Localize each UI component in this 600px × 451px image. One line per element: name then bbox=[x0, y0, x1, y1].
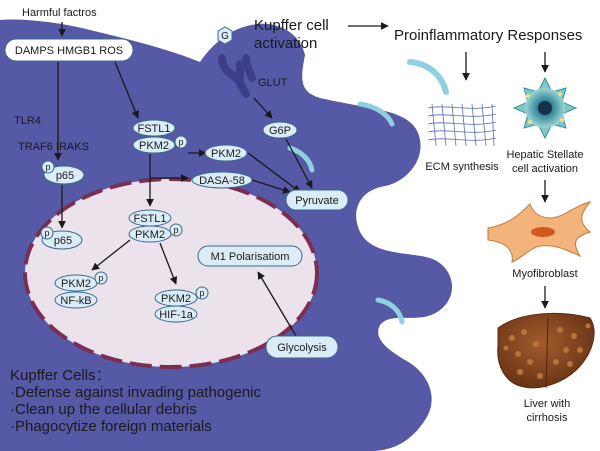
kupffer-function-item: ·Phagocytize foreign materials bbox=[10, 418, 212, 435]
glycolysis-to-m1-arrow bbox=[257, 271, 297, 337]
pkm2-active-label: PKM2 bbox=[211, 148, 241, 160]
phospho-label: p bbox=[173, 225, 178, 235]
glut-label: GLUT bbox=[258, 77, 288, 89]
glut-transporter bbox=[236, 60, 244, 82]
cirrhotic-liver-icon bbox=[497, 312, 595, 389]
damps-label: DAMPS HMGB1 ROS bbox=[15, 45, 123, 57]
pyruvate-box bbox=[285, 189, 349, 211]
pyruvate-label: Pyruvate bbox=[295, 195, 338, 207]
ecm-label: ECM synthesis bbox=[425, 161, 499, 173]
proinflammatory-label: Proinflammatory Responses bbox=[394, 27, 582, 44]
p65-nuclear-label: p65 bbox=[54, 235, 72, 247]
kupffer-cells-title: Kupffer Cells： bbox=[10, 367, 111, 384]
phospho-badge bbox=[40, 226, 54, 240]
kupffer-activation-line2: activation bbox=[254, 35, 317, 52]
hsc-label-line1: Hepatic Stellate bbox=[506, 149, 583, 161]
kupffer-function-item: ·Defense against invading pathogenic bbox=[10, 384, 262, 401]
fstl1-pill bbox=[132, 119, 176, 137]
dasa-to-pyruvate-arrow bbox=[251, 179, 291, 194]
phospho-badge bbox=[169, 223, 183, 237]
traf6-label: TRAF6 IRAKS bbox=[18, 141, 89, 153]
pkm2-nfkb-label: PKM2 bbox=[61, 278, 91, 290]
phospho-badge bbox=[174, 135, 188, 149]
phospho-badge bbox=[195, 286, 209, 300]
pkm2-to-pyruvate-arrow bbox=[247, 152, 301, 193]
pkm2-to-nfkb-arrow bbox=[91, 239, 131, 271]
damps-box bbox=[4, 38, 134, 62]
pkm2-hif-label: PKM2 bbox=[161, 293, 191, 305]
phospho-badge bbox=[94, 271, 108, 285]
hsc-label-line2: cell activation bbox=[512, 163, 578, 175]
myofibroblast-nucleus bbox=[531, 227, 555, 237]
phospho-label: p bbox=[44, 228, 49, 238]
damps-to-fstl1-arrow bbox=[114, 61, 139, 119]
glucose-hexagon bbox=[217, 26, 233, 45]
p65-label: p65 bbox=[56, 170, 74, 182]
liver-label-line1: Liver with bbox=[524, 398, 570, 410]
hepatic-stellate-cell-icon bbox=[512, 76, 578, 140]
hif-label: HIF-1a bbox=[159, 309, 194, 321]
myofibroblast-label: Myofibroblast bbox=[512, 268, 577, 280]
nfkb-pill bbox=[54, 291, 98, 309]
pkm2-pill bbox=[132, 136, 176, 154]
vesicle bbox=[407, 59, 449, 95]
phospho-label: p bbox=[178, 137, 183, 147]
harmful-factors-label: Harmful factros bbox=[22, 7, 97, 19]
fstl1-label: FSTL1 bbox=[137, 123, 170, 135]
dasa-label: DASA-58 bbox=[199, 175, 245, 187]
vesicle bbox=[357, 101, 395, 127]
phospho-label: p bbox=[45, 162, 50, 172]
m1-box bbox=[197, 245, 303, 267]
pkm2-label: PKM2 bbox=[139, 140, 169, 152]
pkm2-nuclear-label: PKM2 bbox=[135, 229, 165, 241]
phospho-badge bbox=[41, 160, 55, 174]
ecm-mesh-icon bbox=[427, 103, 497, 147]
nfkb-label: NF-kB bbox=[60, 295, 91, 307]
vesicle bbox=[375, 297, 405, 325]
pkm2-to-hif-arrow bbox=[159, 242, 178, 285]
m1-label: M1 Polarisatiom bbox=[211, 251, 290, 263]
g6p-pill bbox=[262, 121, 298, 139]
glycolysis-label: Glycolysis bbox=[277, 342, 327, 354]
glucose-label: G bbox=[221, 31, 229, 42]
glycolysis-box bbox=[265, 335, 339, 359]
liver-label-line2: cirrhosis bbox=[527, 412, 568, 424]
tlr4-label: TLR4 bbox=[14, 115, 41, 127]
hif-pill bbox=[154, 305, 198, 323]
glut-to-g6p-arrow bbox=[253, 97, 273, 119]
phospho-label: p bbox=[98, 273, 103, 283]
kupffer-activation-line1: Kupffer cell bbox=[254, 17, 329, 34]
kupffer-function-item: ·Clean up the cellular debris bbox=[10, 401, 197, 418]
p65-pill bbox=[43, 165, 85, 185]
g6p-to-pyruvate-arrow bbox=[285, 138, 313, 189]
pkm2-active-pill bbox=[204, 144, 248, 162]
vesicle bbox=[287, 145, 315, 173]
nucleus bbox=[23, 177, 319, 369]
g6p-label: G6P bbox=[269, 125, 291, 137]
fstl1-nuclear-label: FSTL1 bbox=[133, 213, 166, 225]
phospho-label: p bbox=[199, 288, 204, 298]
